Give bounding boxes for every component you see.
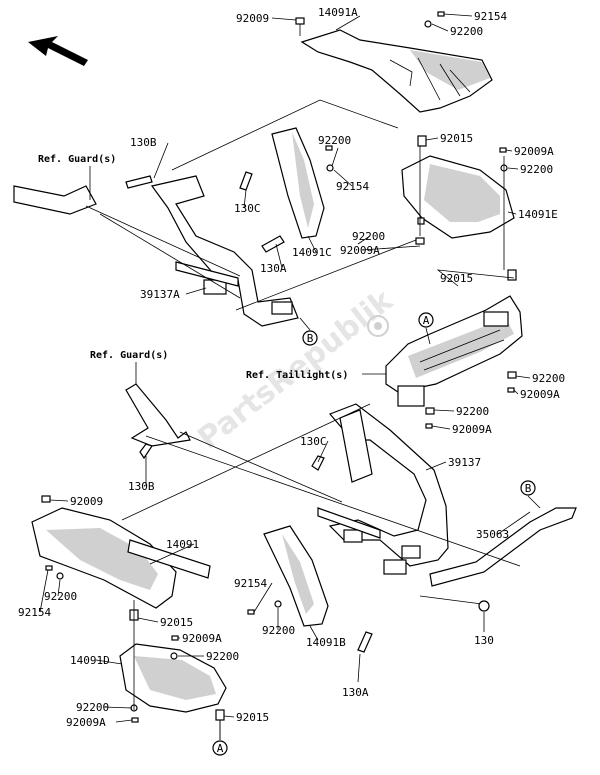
part-label: 92200 — [206, 650, 239, 663]
part-label: 92015 — [236, 711, 269, 724]
part-label: 130C — [234, 202, 261, 215]
stay-35063 — [429, 507, 577, 587]
part-label: 92009A — [514, 145, 554, 158]
rear-bracket-rod — [175, 261, 239, 287]
part-label: 92200 — [520, 163, 553, 176]
part-label: 39137A — [140, 288, 180, 301]
part-label: 92015 — [440, 272, 473, 285]
part-label: 92009 — [70, 495, 103, 508]
part-label: 130 — [474, 634, 494, 647]
part-label: 130C — [300, 435, 327, 448]
part-labels: 92009 14091A 92154 92200 130B 92200 9201… — [18, 6, 565, 729]
marker-a-top-icon — [418, 312, 434, 328]
inner-fender-14091d — [119, 643, 227, 713]
svg-text:B: B — [525, 482, 532, 495]
part-label: 14091C — [292, 246, 332, 259]
marker-b-top-icon — [302, 330, 318, 346]
part-label: 92200 — [262, 624, 295, 637]
part-label: 92009A — [520, 388, 560, 401]
side-cover-14091b — [263, 525, 329, 627]
side-cover-14091c — [271, 127, 325, 239]
part-label: 92200 — [450, 25, 483, 38]
part-label: 14091E — [518, 208, 558, 221]
part-label: 14091B — [306, 636, 346, 649]
fender-14091a-body — [300, 29, 493, 113]
marker-a-bottom-icon — [212, 740, 228, 756]
part-label: 92009 — [236, 12, 269, 25]
rear-bracket-39137a — [150, 175, 299, 327]
part-label: 130B — [128, 480, 155, 493]
part-label: 92154 — [234, 577, 267, 590]
part-label: 92200 — [44, 590, 77, 603]
part-label: 14091 — [166, 538, 199, 551]
part-label: 14091A — [318, 6, 358, 19]
part-label: 92154 — [474, 10, 507, 23]
ref-guard-mid: Ref. Guard(s) — [90, 350, 168, 361]
part-label: 92154 — [336, 180, 369, 193]
part-label: 35063 — [476, 528, 509, 541]
fasteners-bottom — [41, 443, 490, 740]
reference-labels: Ref. Guard(s) Ref. Guard(s) Ref. Taillig… — [38, 154, 386, 384]
fasteners-top — [125, 11, 517, 429]
part-label: 92009A — [452, 423, 492, 436]
part-label: 130A — [342, 686, 369, 699]
part-label: 92009A — [182, 632, 222, 645]
ref-guard-top: Ref. Guard(s) — [38, 154, 116, 165]
leader-lines — [39, 13, 531, 723]
part-label: 92154 — [18, 606, 51, 619]
part-label: 92200 — [76, 701, 109, 714]
guard-bracket-lower — [125, 383, 191, 447]
part-label: 92200 — [456, 405, 489, 418]
part-label: 92200 — [532, 372, 565, 385]
svg-text:A: A — [217, 742, 224, 755]
part-label: 39137 — [448, 456, 481, 469]
ref-taillight: Ref. Taillight(s) — [246, 369, 348, 381]
inner-fender-14091e — [401, 155, 515, 239]
part-label: 92200 — [318, 134, 351, 147]
part-label: 92015 — [440, 132, 473, 145]
watermark-logo-icon — [367, 315, 389, 337]
taillight-assembly — [385, 295, 523, 407]
reference-markers: B A B A — [212, 312, 541, 756]
part-label: 92015 — [160, 616, 193, 629]
svg-text:A: A — [423, 314, 430, 327]
upper-rear-frame-assembly — [13, 99, 417, 327]
rear-fender-14091a — [300, 29, 493, 113]
marker-b-bottom-icon — [520, 480, 536, 496]
part-label: 130A — [260, 262, 287, 275]
part-label: 92009A — [340, 244, 380, 257]
part-label: 130B — [130, 136, 157, 149]
part-label: 14091D — [70, 654, 110, 667]
guard-tube-upper — [13, 185, 97, 215]
rear-fender-14091 — [31, 507, 211, 609]
direction-arrow-icon — [28, 36, 88, 66]
lower-rear-frame-assembly — [121, 383, 577, 605]
part-label: 92009A — [66, 716, 106, 729]
svg-text:B: B — [307, 332, 314, 345]
bracket-mount-plate-2 — [271, 301, 293, 315]
